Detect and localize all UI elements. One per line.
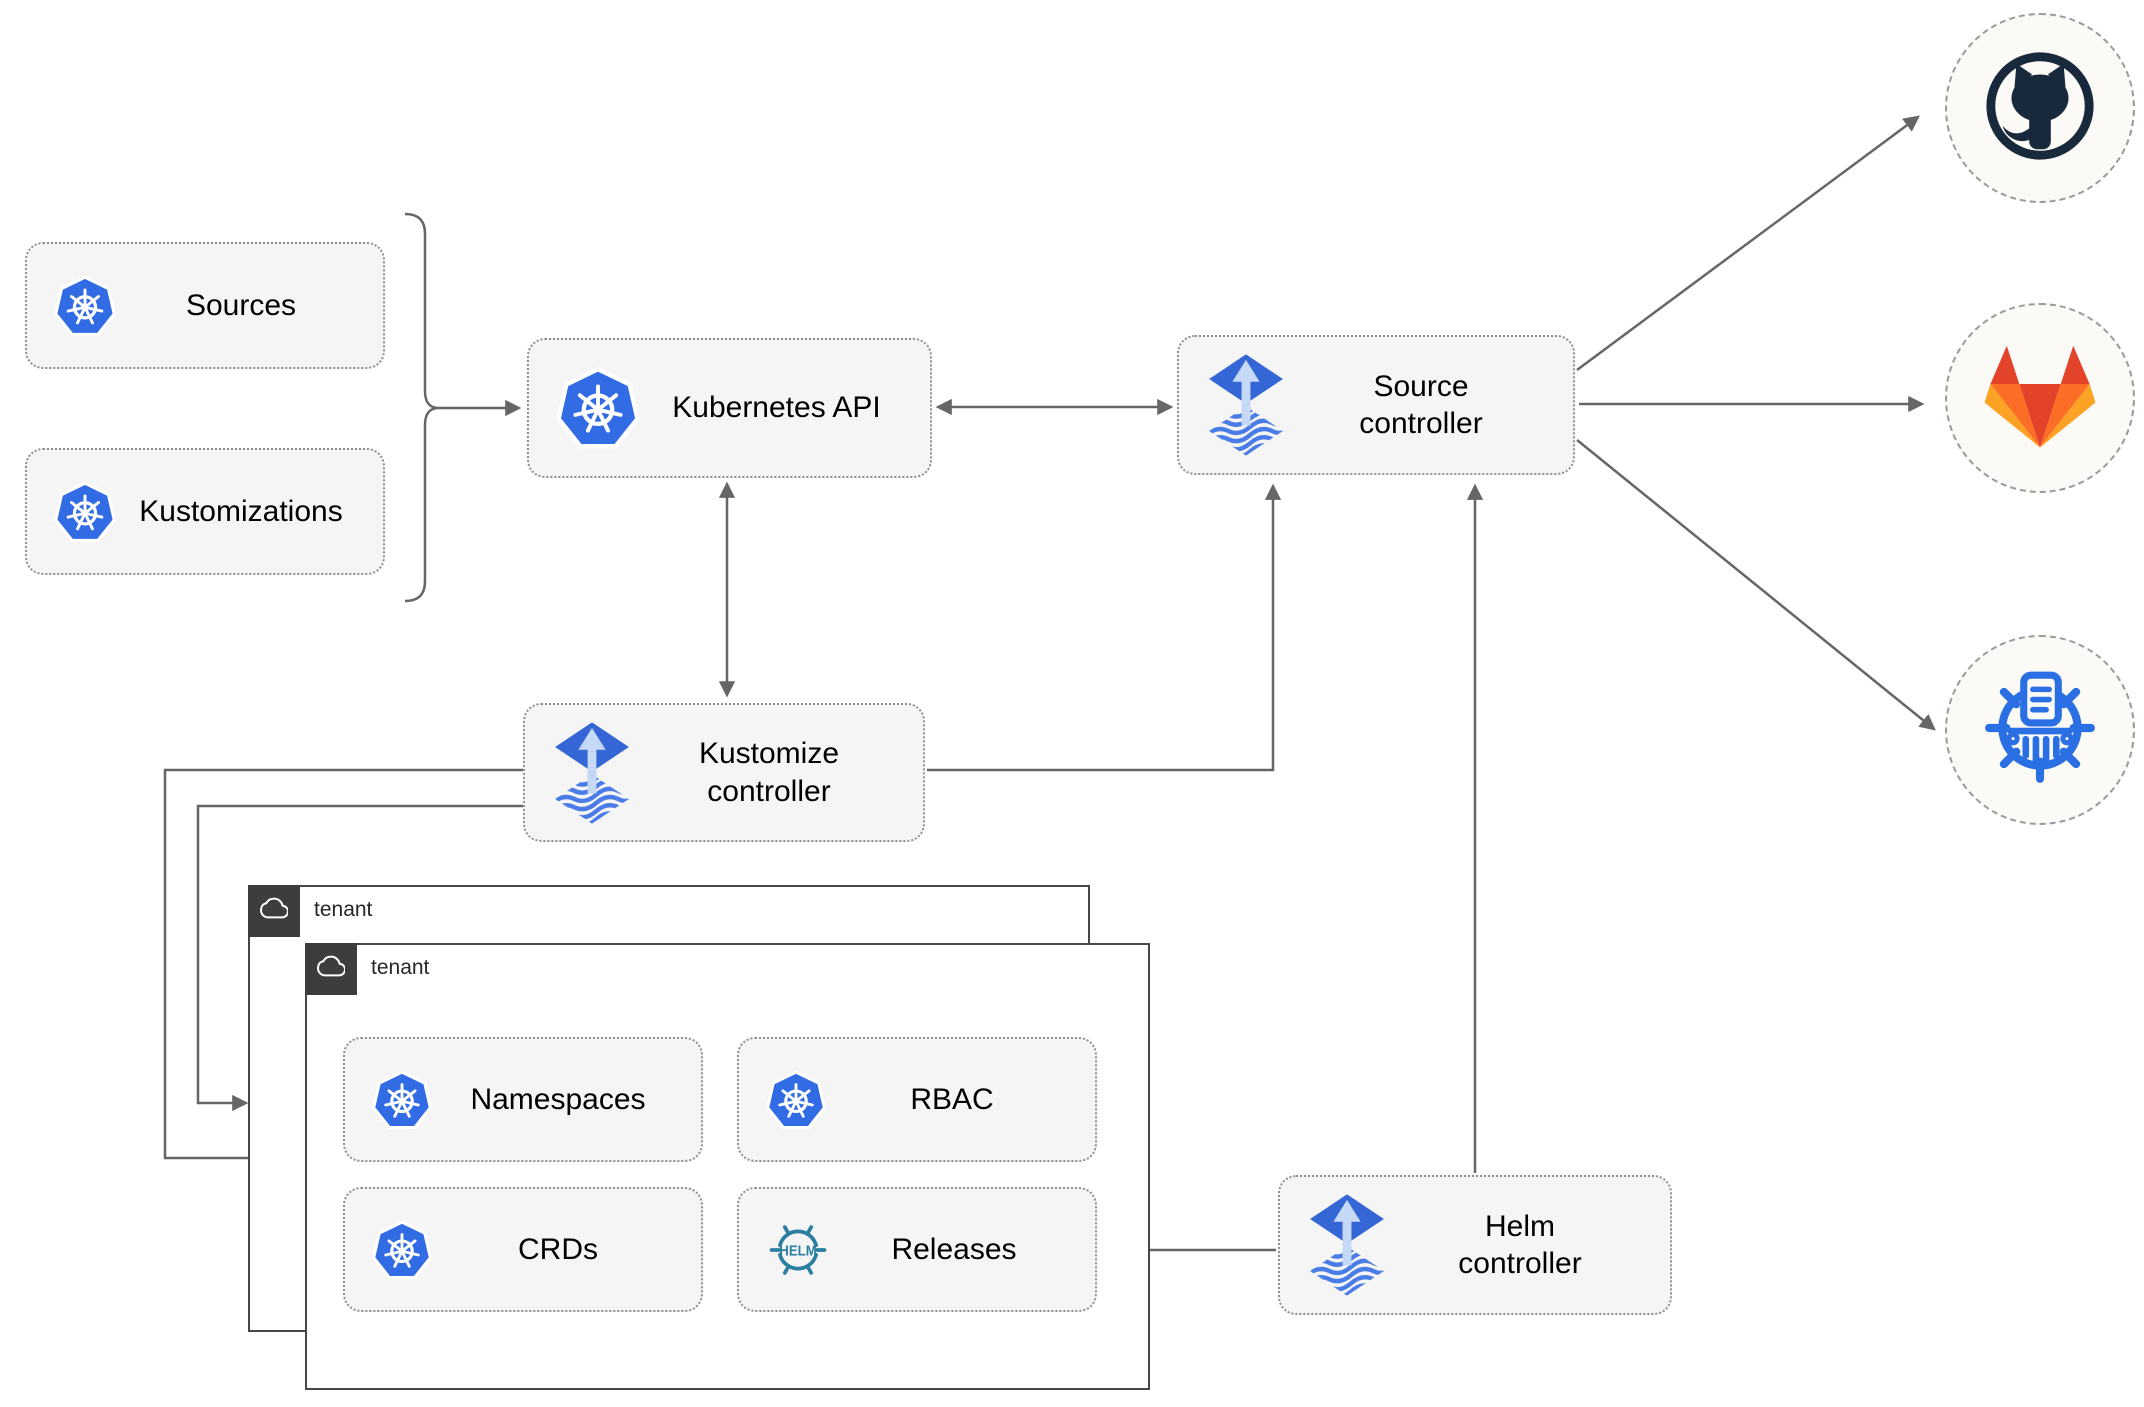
tenant-label: tenant [371, 956, 430, 979]
tenant-header [304, 942, 357, 995]
node-label: Sources [185, 288, 297, 322]
node-label: RBAC [910, 1082, 994, 1116]
gitlab-icon [1984, 344, 2096, 453]
node-label: Kustomize controller [698, 737, 840, 808]
node-source-controller: Source controller [1177, 335, 1575, 475]
node-sources: Sources [25, 242, 385, 369]
kubernetes-icon [53, 480, 117, 544]
node-crds: CRDs [343, 1187, 703, 1312]
node-label: Helm controller [1458, 1209, 1582, 1281]
kubernetes-icon [371, 1069, 433, 1131]
kubernetes-icon [555, 365, 641, 451]
github-icon [1981, 47, 2099, 170]
helm-repository-service-circle [1945, 635, 2135, 825]
flux-icon [1205, 353, 1287, 457]
tenant-group-front: tenant Namespaces RBAC CRDs [304, 942, 1150, 1390]
edge-kustomize-controller-to-source-controller [927, 483, 1282, 772]
tenant-label: tenant [314, 898, 373, 921]
edge-source-controller-to-helm-repository [1576, 439, 1936, 731]
brace-bracket [404, 212, 438, 603]
kubernetes-icon [765, 1069, 827, 1131]
flux-icon [551, 721, 633, 825]
node-label: CRDs [518, 1232, 598, 1266]
node-label: Namespaces [470, 1082, 646, 1116]
node-rbac: RBAC [737, 1037, 1097, 1162]
node-label: Releases [891, 1232, 1017, 1266]
node-helm-controller: Helm controller [1278, 1175, 1672, 1315]
kubernetes-icon [371, 1219, 433, 1281]
edge-source-controller-to-github [1576, 115, 1920, 372]
helm-wordmark: HELM [779, 1243, 816, 1259]
node-releases: HELM Releases [737, 1187, 1097, 1312]
node-label: Kustomizations [139, 494, 343, 528]
flux-icon [1306, 1193, 1388, 1297]
github-service-circle [1945, 13, 2135, 203]
node-namespaces: Namespaces [343, 1037, 703, 1162]
node-kustomize-controller: Kustomize controller [523, 703, 925, 842]
tenant-header [247, 884, 300, 937]
helm-icon: HELM [765, 1217, 831, 1283]
node-label: Source controller [1359, 369, 1483, 441]
node-kustomizations: Kustomizations [25, 448, 385, 575]
node-label: Kubernetes API [672, 391, 881, 425]
chartmuseum-helm-repository-icon [1979, 667, 2101, 794]
kubernetes-icon [53, 274, 117, 338]
node-kubernetes-api: Kubernetes API [527, 338, 932, 478]
cloud-icon [317, 952, 345, 985]
cloud-icon [260, 894, 288, 927]
gitlab-service-circle [1945, 303, 2135, 493]
